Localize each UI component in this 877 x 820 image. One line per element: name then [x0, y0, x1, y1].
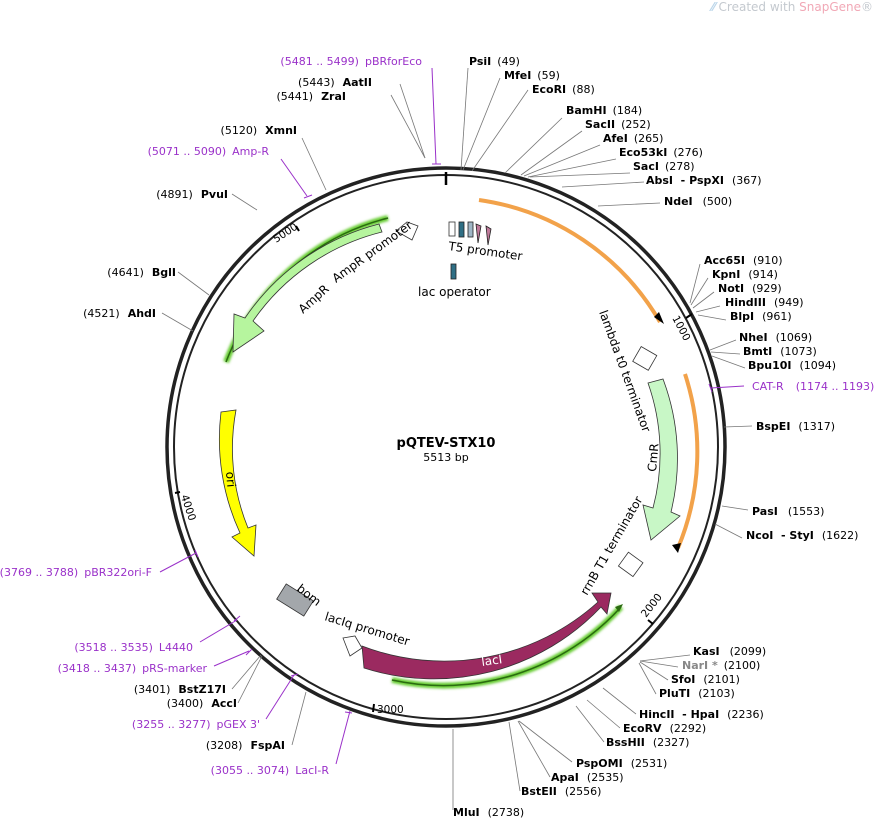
- primer-label-pgex-3: (3255 .. 3277)pGEX 3': [132, 718, 260, 731]
- site-label-ecorv: EcoRV(2292): [623, 722, 706, 735]
- site-label-sacii: SacII(252): [585, 118, 651, 131]
- ori-label: ori: [223, 471, 238, 488]
- site-label-bamhi: BamHI(184): [566, 104, 642, 117]
- site-label-sfoi: SfoI(2101): [671, 673, 740, 686]
- site-label-acci: (3400)AccI: [167, 697, 237, 710]
- site-label-nari: NarI *(2100): [682, 659, 760, 672]
- ruler-tick-2000: 2000: [639, 591, 665, 625]
- ampr-arrow: [232, 223, 383, 353]
- primer-label-pbrforeco: (5481 .. 5499)pBRforEco: [280, 55, 422, 68]
- svg-text:1000: 1000: [669, 314, 692, 343]
- site-label-mfei: MfeI(59): [504, 69, 560, 82]
- site-label-zrai: (5441)ZraI: [277, 90, 347, 103]
- site-label-bmti: BmtI(1073): [743, 345, 817, 358]
- laciq-promoter-arrow: [342, 635, 363, 657]
- site-label-ecori: EcoRI(88): [532, 83, 595, 96]
- site-label-acc65i: Acc65I(910): [704, 254, 783, 267]
- site-label-bstz17i: (3401)BstZ17I: [134, 683, 226, 696]
- primer-label-amp-r: (5071 .. 5090)Amp-R: [148, 145, 270, 158]
- orf-arc-right-arrowhead: [672, 543, 681, 553]
- cmr-arrow: [642, 378, 681, 541]
- svg-text:2000: 2000: [639, 591, 665, 619]
- site-label-mlui: MluI(2738): [453, 806, 524, 819]
- cmr-label: CmR: [645, 443, 661, 473]
- site-label-saci: SacI(278): [633, 160, 695, 173]
- site-label-fspai: (3208)FspAI: [206, 739, 285, 752]
- primer-label-l4440: (3518 .. 3535)L4440: [74, 641, 193, 654]
- plasmid-length: 5513 bp: [423, 451, 468, 464]
- site-leader-lines: [161, 67, 753, 810]
- watermark-prefix: Created with: [718, 0, 800, 14]
- ruler-tick-1000: 1000: [669, 313, 693, 343]
- ruler-tick-4000: 4000: [174, 491, 198, 522]
- t5-promoter-glyphs: [448, 221, 492, 246]
- primer-label-pbr322ori-f: (3769 .. 3788)pBR322ori-F: [0, 566, 152, 579]
- primer-labels: (5481 .. 5499)pBRforEco CAT-R(1174 .. 11…: [0, 55, 874, 777]
- site-label-afei: AfeI(265): [603, 132, 663, 145]
- svg-text:3000: 3000: [377, 704, 404, 716]
- site-label-apai: ApaI(2535): [551, 771, 623, 784]
- site-label-aatii: (5443)AatII: [298, 76, 372, 89]
- site-label-blpi: BlpI(961): [730, 310, 792, 323]
- lambda-t0-terminator-label: lambda t0 terminator: [596, 308, 653, 434]
- rrnb-t1-terminator-box: [617, 551, 644, 578]
- primer-label-laci-r: (3055 .. 3074)LacI-R: [211, 764, 330, 777]
- primer-label-cat-r: CAT-R(1174 .. 1193): [752, 380, 874, 393]
- ruler-tick-3000: 3000: [372, 703, 404, 716]
- orf-arc-right: [676, 373, 700, 549]
- site-label-bsshii: BssHII(2327): [606, 736, 689, 749]
- watermark-mark: ®: [861, 0, 873, 14]
- site-label-ncoi-styi: NcoI - StyI(1622): [746, 529, 858, 542]
- laci-highlight-arc-line: [391, 606, 622, 687]
- laci-label: lacI: [480, 652, 503, 669]
- laci-arrow: [361, 592, 612, 680]
- snapgene-logo-icon: ⁄⁄: [711, 0, 716, 14]
- primer-label-prs-marker: (3418 .. 3437)pRS-marker: [58, 662, 208, 675]
- primer-leader-lines: [159, 67, 745, 765]
- site-label-pluti: PluTI(2103): [659, 687, 735, 700]
- site-label-eco53ki: Eco53kI(276): [619, 146, 703, 159]
- site-label-noti: NotI(929): [718, 282, 782, 295]
- bom-box: [276, 583, 314, 617]
- site-label-bgli: (4641)BglI: [107, 266, 176, 279]
- ori-arrow: [218, 409, 257, 557]
- site-label-pasi: PasI(1553): [752, 505, 824, 518]
- site-label-hincii-hpai: HincII - HpaI(2236): [639, 708, 764, 721]
- ampr-promoter-arrow: [395, 221, 419, 241]
- site-label-ahdi: (4521)AhdI: [83, 307, 156, 320]
- lambda-t0-terminator-box: [632, 346, 658, 371]
- laciq-promoter-label: lacIq promoter: [323, 609, 411, 648]
- site-label-bspei: BspEI(1317): [756, 420, 835, 433]
- t5-promoter-label: T5 promoter: [447, 239, 524, 263]
- rrnb-t1-terminator-label: rrnB T1 terminator: [577, 494, 645, 598]
- orf-arc-top-right-arrowhead: [654, 312, 664, 324]
- site-label-absi-pspxi: AbsI - PspXI(367): [646, 174, 762, 187]
- site-label-nhei: NheI(1069): [739, 331, 812, 344]
- laci-highlight-arrowhead: [615, 604, 623, 612]
- site-label-hindiii: HindIII(949): [725, 296, 804, 309]
- site-label-pspomi: PspOMI(2531): [576, 757, 667, 770]
- snapgene-watermark: ⁄⁄Created with SnapGene®: [712, 0, 873, 14]
- lac-operator-glyph: [450, 263, 457, 280]
- site-label-psii: PsiI(49): [469, 55, 520, 68]
- site-label-xmni: (5120)XmnI: [221, 124, 297, 137]
- site-label-ndei: NdeI(500): [664, 195, 732, 208]
- site-label-pvui: (4891)PvuI: [156, 188, 228, 201]
- plasmid-name: pQTEV-STX10: [397, 436, 496, 451]
- backbone-outer-ring: [165, 166, 727, 728]
- lac-operator-label: lac operator: [418, 285, 491, 299]
- site-label-kpni: KpnI(914): [712, 268, 778, 281]
- site-label-kasi: KasI(2099): [693, 645, 766, 658]
- site-label-bpu10i: Bpu10I(1094): [748, 359, 836, 372]
- site-label-bsteii: BstEII(2556): [521, 785, 601, 798]
- orf-arc-top-right: [478, 198, 662, 324]
- site-labels: PsiI(49) MfeI(59) EcoRI(88) BamHI(184) S…: [83, 55, 858, 819]
- watermark-brand: SnapGene: [799, 0, 861, 14]
- ampr-label: AmpR: [296, 282, 332, 316]
